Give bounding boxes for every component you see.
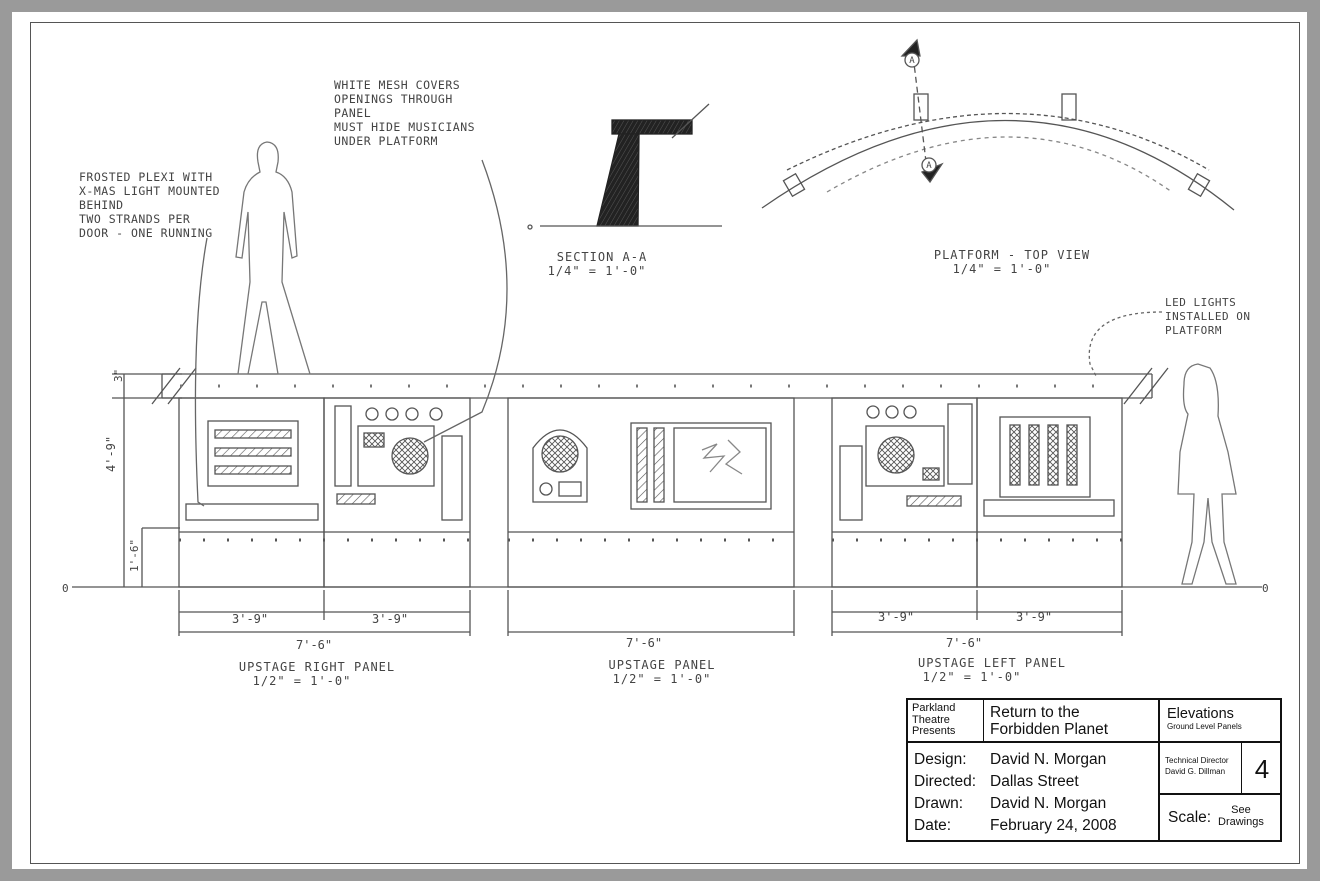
white-mesh-note: WHITE MESH COVERS OPENINGS THROUGH PANEL… [334, 78, 476, 148]
upstage-center-title: UPSTAGE PANEL [608, 658, 716, 672]
scale-cell: Scale: See Drawings [1160, 795, 1282, 842]
dim-height-top: 3" [112, 368, 125, 382]
date-value: February 24, 2008 [990, 817, 1117, 834]
frosted-plexi-note: FROSTED PLEXI WITH X-MAS LIGHT MOUNTED B… [79, 170, 221, 240]
sheet-title: Elevations [1167, 706, 1234, 722]
height-dimension [112, 373, 182, 587]
design-label: Design: [914, 751, 967, 768]
sheet-border [30, 22, 1300, 864]
section-a-a-detail [527, 103, 722, 230]
drawing-sheet: FROSTED PLEXI WITH X-MAS LIGHT MOUNTED B… [12, 12, 1307, 869]
dim-left-right-half: 3'-9" [1016, 610, 1053, 624]
upstage-left-scale: 1/2" = 1'-0" [922, 670, 1022, 684]
section-scale: 1/4" = 1'-0" [547, 264, 647, 278]
led-lights-note: LED LIGHTS INSTALLED ON PLATFORM [1165, 296, 1251, 337]
sheet-number: 4 [1242, 743, 1282, 795]
upstage-center-scale: 1/2" = 1'-0" [612, 672, 712, 686]
td-label: Technical Director [1165, 756, 1229, 765]
upstage-right-title: UPSTAGE RIGHT PANEL [238, 660, 396, 674]
date-label: Date: [914, 817, 952, 834]
show-title: Return to the Forbidden Planet [984, 700, 1160, 743]
technical-director-cell: Technical Director David G. Dillman [1160, 743, 1242, 795]
td-name: David G. Dillman [1165, 767, 1226, 776]
sheet-subtitle: Ground Level Panels [1167, 722, 1242, 731]
section-title: SECTION A-A [556, 250, 648, 264]
elevation-drawing [72, 38, 1262, 636]
ground-zero-right: 0 [1262, 582, 1269, 595]
led-leader [1088, 311, 1163, 379]
width-dimensions [178, 590, 1123, 636]
directed-value: Dallas Street [990, 773, 1079, 790]
platform-title: PLATFORM - TOP VIEW [933, 248, 1091, 262]
drawn-label: Drawn: [914, 795, 964, 812]
section-marker-bottom: A [926, 161, 932, 171]
ground-zero-left: 0 [62, 582, 69, 595]
dim-left-left-half: 3'-9" [878, 610, 915, 624]
upstage-right-scale: 1/2" = 1'-0" [252, 674, 352, 688]
frosted-leader [194, 237, 208, 507]
female-figure-silhouette [1177, 363, 1237, 585]
directed-label: Directed: [914, 773, 977, 790]
upstage-right-panel [178, 397, 471, 588]
dim-right-right-half: 3'-9" [372, 612, 409, 626]
drawn-value: David N. Morgan [990, 795, 1107, 812]
male-figure-silhouette [235, 141, 311, 375]
dim-height-total: 4'-9" [104, 435, 118, 472]
dim-height-lower: 1'-6" [128, 538, 141, 572]
title-block: Parkland Theatre Presents Return to the … [906, 698, 1282, 842]
dim-left-full: 7'-6" [946, 636, 983, 650]
presenter: Parkland Theatre Presents [908, 700, 984, 743]
dim-right-full: 7'-6" [296, 638, 333, 652]
platform-scale: 1/4" = 1'-0" [952, 262, 1052, 276]
upstage-center-panel [507, 397, 795, 588]
platform-top-view [761, 38, 1235, 211]
upstage-left-panel [831, 397, 1123, 588]
scale-label: Scale: [1168, 809, 1212, 826]
design-value: David N. Morgan [990, 751, 1107, 768]
upstage-left-title: UPSTAGE LEFT PANEL [917, 656, 1067, 670]
dim-right-left-half: 3'-9" [232, 612, 269, 626]
credits: Design: David N. Morgan Directed: Dallas… [908, 743, 1160, 842]
scale-value: See Drawings [1218, 804, 1264, 828]
mesh-leader [423, 159, 508, 443]
sheet-title-cell: Elevations Ground Level Panels [1160, 700, 1282, 743]
dim-center-full: 7'-6" [626, 636, 663, 650]
section-marker-top: A [909, 56, 915, 66]
